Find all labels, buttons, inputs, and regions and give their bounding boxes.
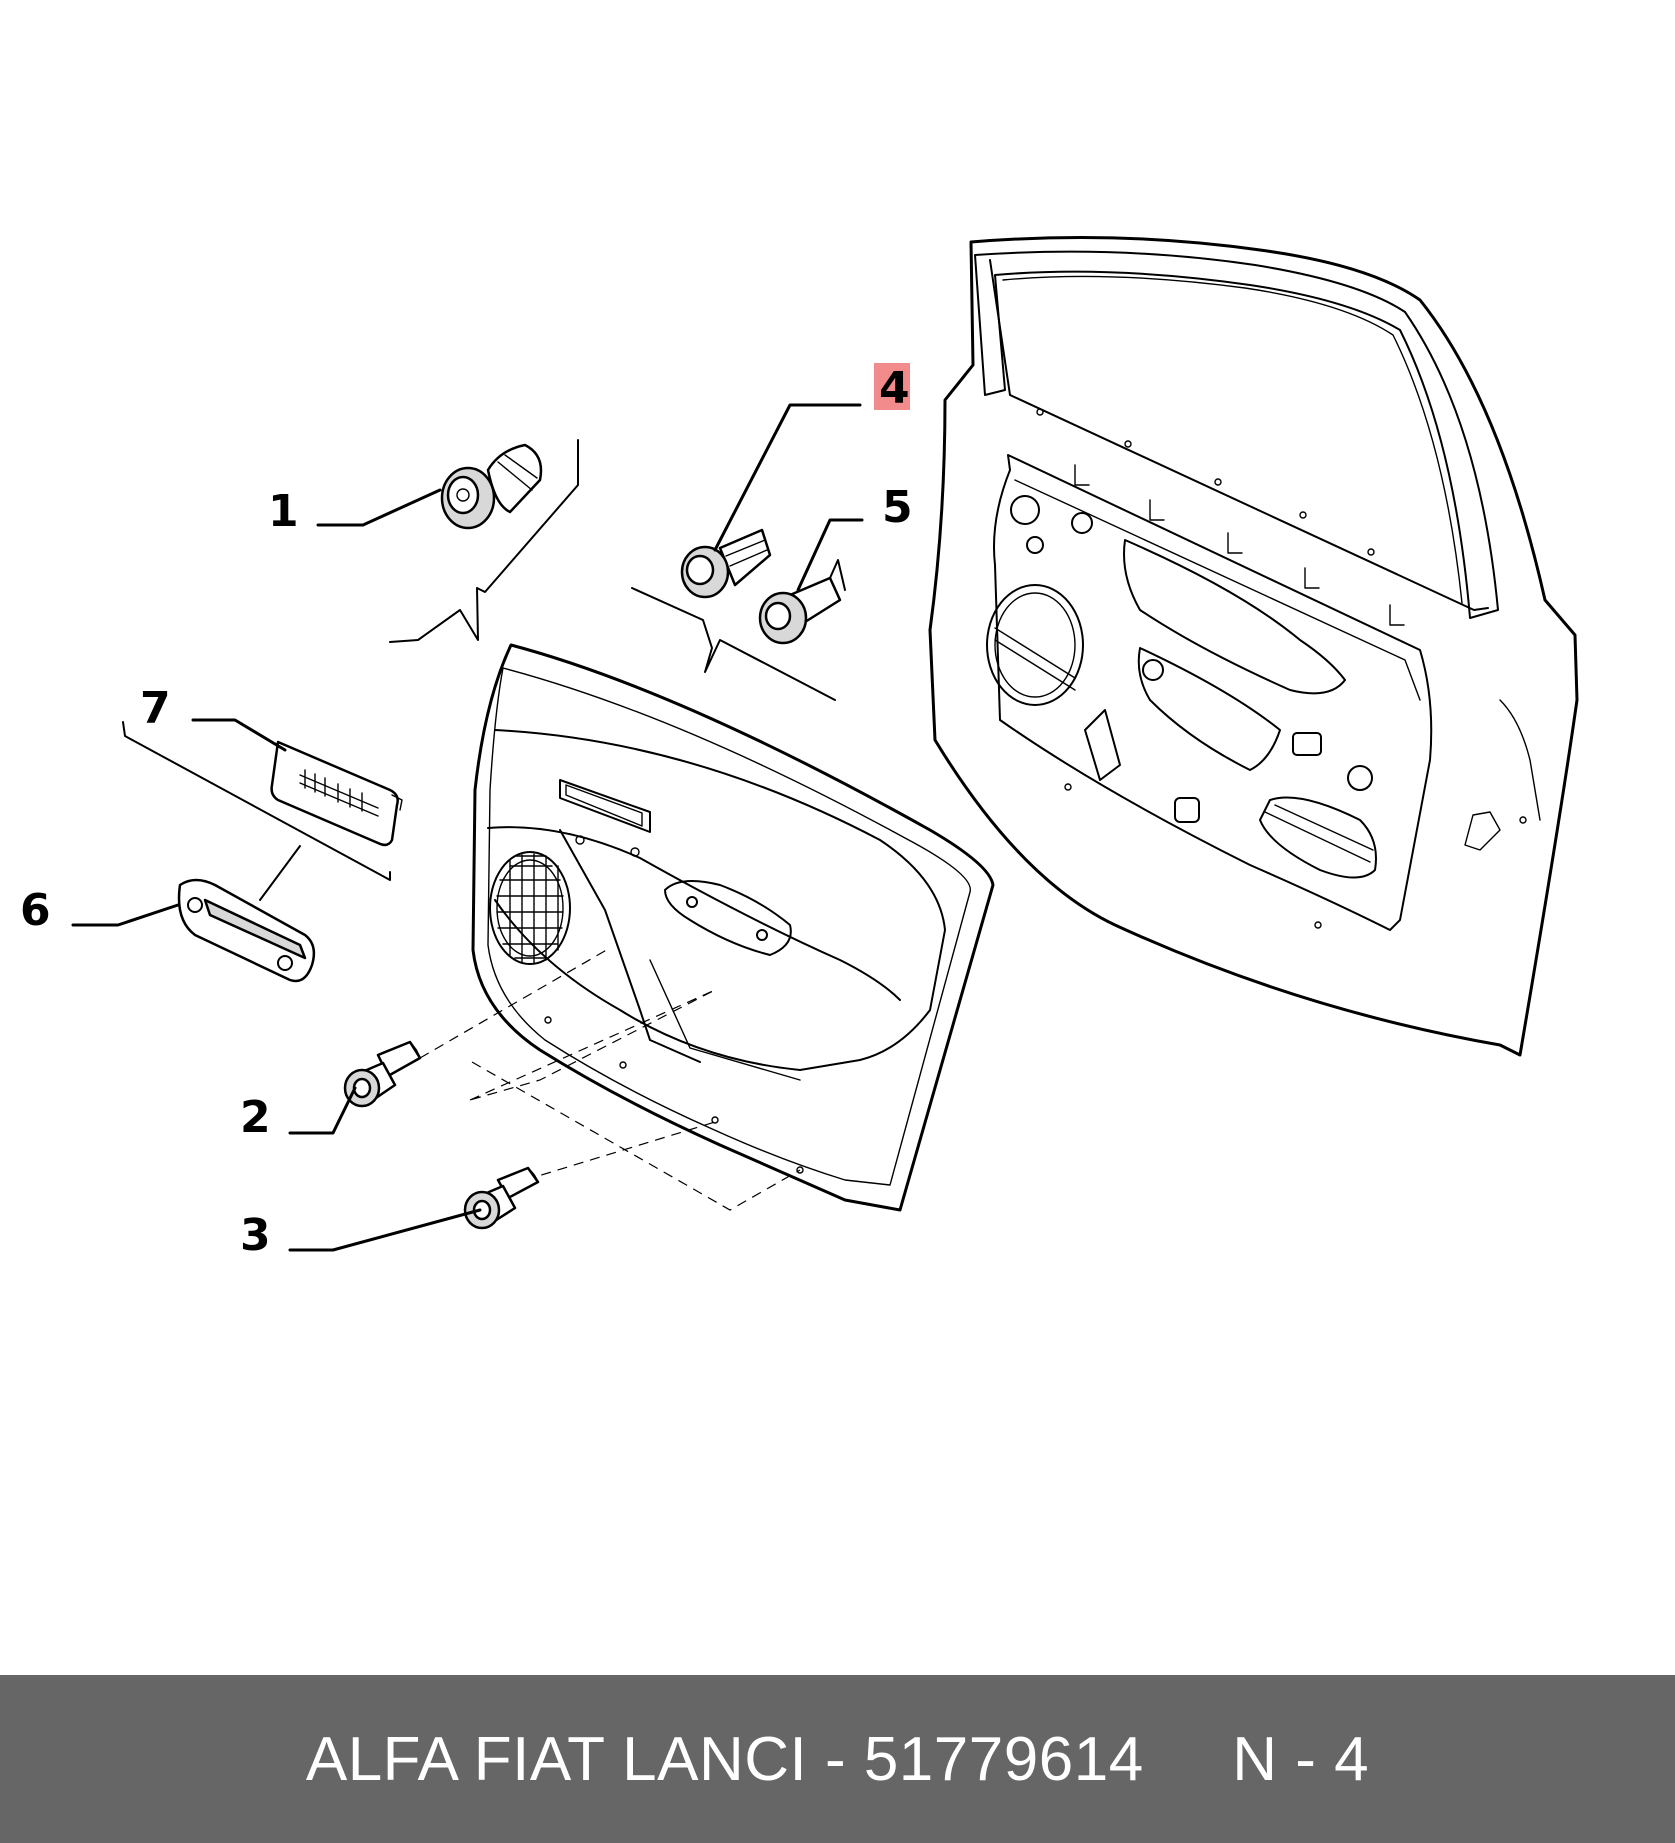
callout-5: 5 xyxy=(882,482,913,533)
leader-lines xyxy=(71,403,864,1252)
callout-3: 3 xyxy=(240,1210,271,1261)
assembly-dashed-lines xyxy=(419,947,801,1211)
callout-7: 7 xyxy=(140,683,171,734)
callout-2: 2 xyxy=(240,1092,271,1143)
door-trim-panel xyxy=(471,643,995,1212)
part-5-rivet xyxy=(758,559,846,645)
callout-numbers: 1 2 3 4 5 6 7 xyxy=(20,363,913,1261)
callout-4: 4 xyxy=(879,363,910,414)
part-4-clip xyxy=(680,528,772,599)
callout-1: 1 xyxy=(268,486,299,537)
callout-6: 6 xyxy=(20,885,51,936)
part-6-bracket xyxy=(177,878,316,983)
footer-part-number: ALFA FIAT LANCI - 51779614 N - 4 xyxy=(305,1724,1370,1794)
part-1-clip xyxy=(440,443,543,530)
group-brackets xyxy=(122,439,836,901)
footer-bar: ALFA FIAT LANCI - 51779614 N - 4 xyxy=(0,1675,1675,1843)
part-7-badge xyxy=(270,740,403,847)
part-2-bolt xyxy=(343,1040,422,1108)
callout-4-highlight xyxy=(874,363,910,410)
part-3-bolt xyxy=(463,1166,540,1230)
parts-diagram: 1 2 3 4 5 6 7 xyxy=(20,236,1579,1261)
door-shell xyxy=(928,236,1579,1057)
